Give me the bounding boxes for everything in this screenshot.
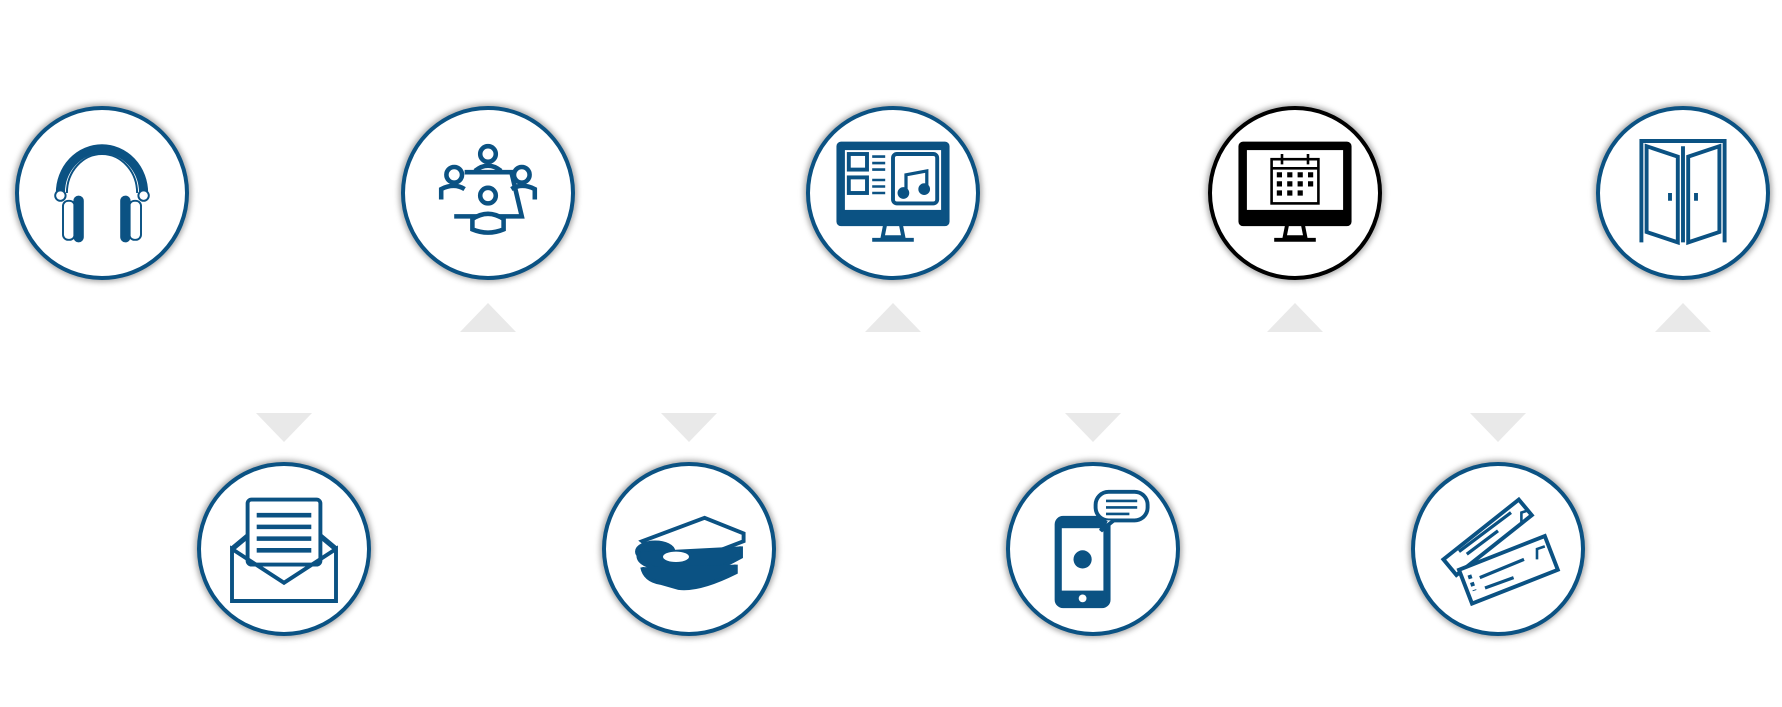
smartphone-chat-icon <box>1054 489 1150 609</box>
connector-up-arrow <box>460 303 516 332</box>
connector-up-arrow <box>865 303 921 332</box>
sandwich-node <box>602 462 776 636</box>
monitor-calendar-icon <box>1238 141 1352 242</box>
door-node <box>1596 106 1770 280</box>
connector-down-arrow <box>1065 413 1121 442</box>
monitor-music-icon <box>836 141 950 242</box>
connector-up-arrow <box>1267 303 1323 332</box>
connector-up-arrow <box>1655 303 1711 332</box>
connector-down-arrow <box>1470 413 1526 442</box>
connector-down-arrow <box>661 413 717 442</box>
sandwich-icon <box>635 515 746 591</box>
connector-down-arrow <box>256 413 312 442</box>
meeting-node <box>401 106 575 280</box>
tickets-node <box>1411 462 1585 636</box>
phone-node <box>1006 462 1180 636</box>
monitor-calendar-node <box>1208 106 1382 280</box>
envelope-letter-icon <box>230 497 338 603</box>
headphones-icon <box>54 144 150 243</box>
tickets-icon <box>1440 496 1561 607</box>
envelope-node <box>197 462 371 636</box>
monitor-music-node <box>806 106 980 280</box>
open-door-icon <box>1639 139 1727 246</box>
headphones-node <box>15 106 189 280</box>
meeting-table-icon <box>438 143 538 235</box>
